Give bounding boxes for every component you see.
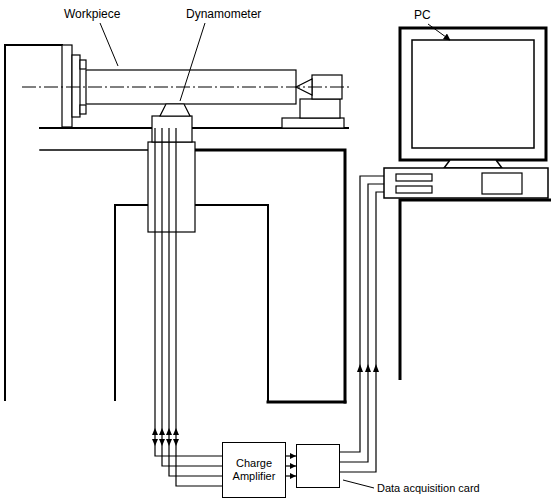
lathe-stand bbox=[268, 401, 345, 404]
lathe-stand bbox=[195, 205, 268, 402]
part-label: Dynamometer bbox=[186, 8, 261, 21]
tailstock-base bbox=[282, 118, 344, 128]
pc-panel bbox=[482, 173, 522, 194]
signal-wire bbox=[162, 128, 222, 466]
signal-wire bbox=[155, 128, 222, 456]
lathe-bed bbox=[40, 149, 148, 151]
signal-wire bbox=[286, 465, 296, 466]
disk-drive bbox=[396, 174, 432, 181]
arrowhead bbox=[152, 428, 158, 435]
callout-label: Data acquisition card bbox=[377, 482, 480, 495]
dynamometer bbox=[152, 116, 192, 142]
cutting-tool bbox=[160, 104, 190, 116]
leader-line bbox=[180, 23, 205, 101]
leader-line bbox=[100, 23, 118, 66]
signal-wire bbox=[340, 192, 384, 472]
desk bbox=[400, 200, 551, 380]
signal-cable bbox=[286, 456, 296, 476]
chuck bbox=[62, 45, 72, 127]
arrowhead bbox=[357, 364, 363, 372]
arrowhead bbox=[159, 439, 165, 446]
arrowhead bbox=[365, 364, 371, 372]
headstock-outline bbox=[5, 45, 62, 400]
centre-line bbox=[22, 87, 350, 88]
lathe-stand bbox=[115, 205, 148, 400]
arrowhead bbox=[159, 428, 165, 435]
signal-wire bbox=[286, 475, 296, 476]
leader-line bbox=[343, 480, 374, 488]
daq-card-box: Data acquisition card bbox=[296, 444, 340, 488]
part-label: Workpiece bbox=[64, 8, 120, 21]
chuck-jaw bbox=[80, 60, 86, 69]
chuck bbox=[72, 55, 80, 117]
part-label: PC bbox=[414, 9, 431, 22]
arrowhead bbox=[152, 439, 158, 446]
disk-drive bbox=[396, 186, 432, 193]
charge-amplifier-box: Charge Amplifier bbox=[222, 442, 286, 498]
lathe-stand bbox=[195, 150, 345, 402]
pc-case bbox=[384, 168, 548, 198]
pc-monitor bbox=[400, 28, 546, 160]
box-label: Charge Amplifier bbox=[227, 457, 281, 483]
monitor-stand bbox=[444, 160, 502, 168]
signal-wire bbox=[286, 455, 296, 456]
signal-wire bbox=[169, 128, 222, 476]
arrowhead bbox=[173, 428, 179, 435]
arrowhead bbox=[373, 364, 379, 372]
leader-line bbox=[428, 24, 450, 40]
pc-screen bbox=[412, 40, 534, 148]
arrowhead bbox=[166, 428, 172, 435]
signal-wire bbox=[340, 184, 384, 462]
arrowhead bbox=[173, 439, 179, 446]
arrowhead bbox=[166, 439, 172, 446]
chuck-jaw bbox=[80, 105, 86, 114]
signal-wire bbox=[340, 176, 384, 452]
signal-wire bbox=[176, 128, 222, 486]
tailstock bbox=[300, 99, 340, 118]
